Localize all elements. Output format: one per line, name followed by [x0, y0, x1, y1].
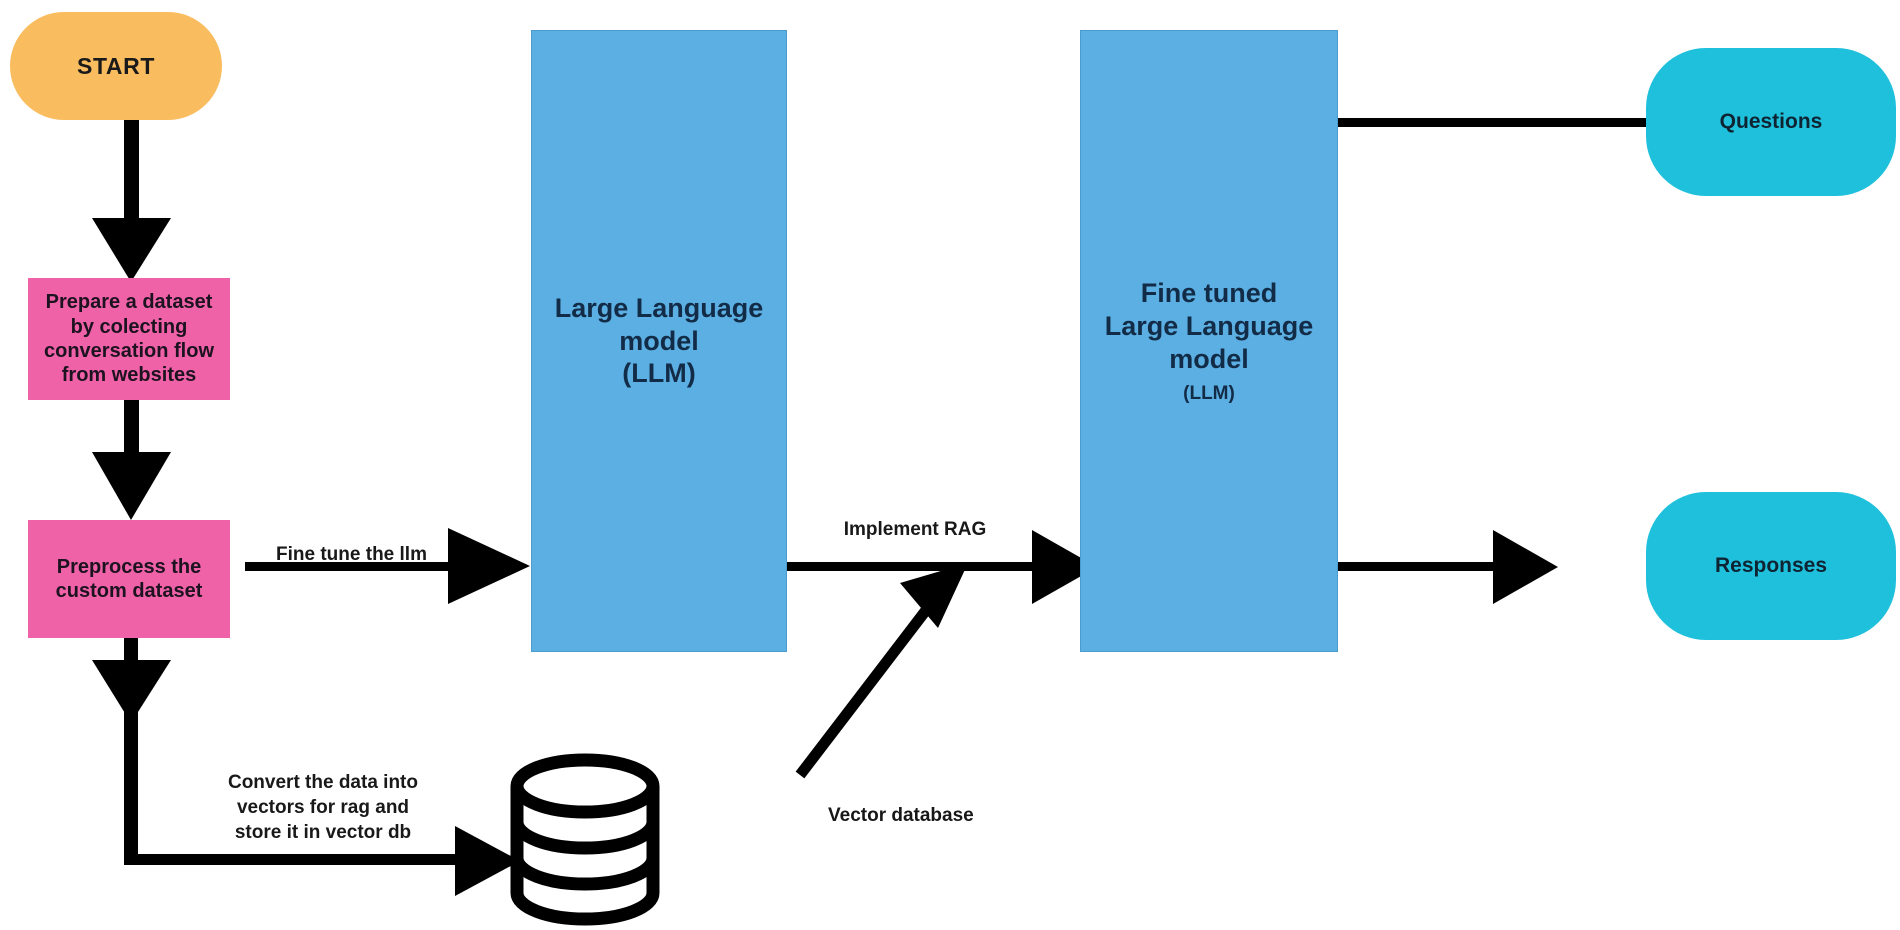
vector-database-label: Vector database	[828, 805, 974, 826]
edge-start-to-prepare	[92, 118, 171, 282]
node-start-label: START	[77, 52, 155, 79]
node-prepare-dataset-label: Prepare a dataset by colecting conversat…	[43, 291, 215, 387]
node-fine-tuned-llm-line4: (LLM)	[1183, 382, 1235, 404]
node-fine-tuned-llm-line2: Large Language	[1104, 310, 1314, 341]
node-responses-label: Responses	[1714, 554, 1828, 578]
node-large-language-model[interactable]: Large Language model (LLM)	[531, 30, 787, 652]
edge-prepare-to-preprocess	[92, 400, 171, 520]
node-prepare-dataset[interactable]: Prepare a dataset by colecting conversat…	[28, 278, 230, 400]
node-llm-line1: Large Language	[554, 292, 764, 323]
edge-vectordb-to-finetuned	[795, 563, 968, 779]
node-preprocess-dataset[interactable]: Preprocess the custom dataset	[28, 520, 230, 638]
node-fine-tuned-llm[interactable]: Fine tuned Large Language model (LLM)	[1080, 30, 1338, 652]
edge-llm-to-finetuned	[785, 530, 1097, 604]
node-preprocess-dataset-label: Preprocess the custom dataset	[55, 555, 203, 602]
node-start[interactable]: START	[10, 12, 222, 120]
node-llm-line3: (LLM)	[622, 358, 696, 389]
edge-label-fine-tune: Fine tune the llm	[276, 544, 427, 565]
node-responses[interactable]: Responses	[1646, 492, 1896, 640]
node-questions[interactable]: Questions	[1646, 48, 1896, 196]
vector-database-icon	[510, 753, 660, 926]
edge-preprocess-to-llm	[245, 528, 530, 604]
edge-label-convert-vectors: Convert the data into vectors for rag an…	[227, 772, 418, 844]
node-questions-label: Questions	[1719, 110, 1823, 134]
edge-preprocess-to-vectordb	[92, 528, 520, 896]
node-fine-tuned-llm-line1: Fine tuned	[1140, 278, 1278, 308]
edge-label-implement-rag: Implement RAG	[843, 519, 987, 540]
node-fine-tuned-llm-line3: model	[1169, 343, 1249, 374]
node-llm-line2: model	[619, 325, 699, 356]
